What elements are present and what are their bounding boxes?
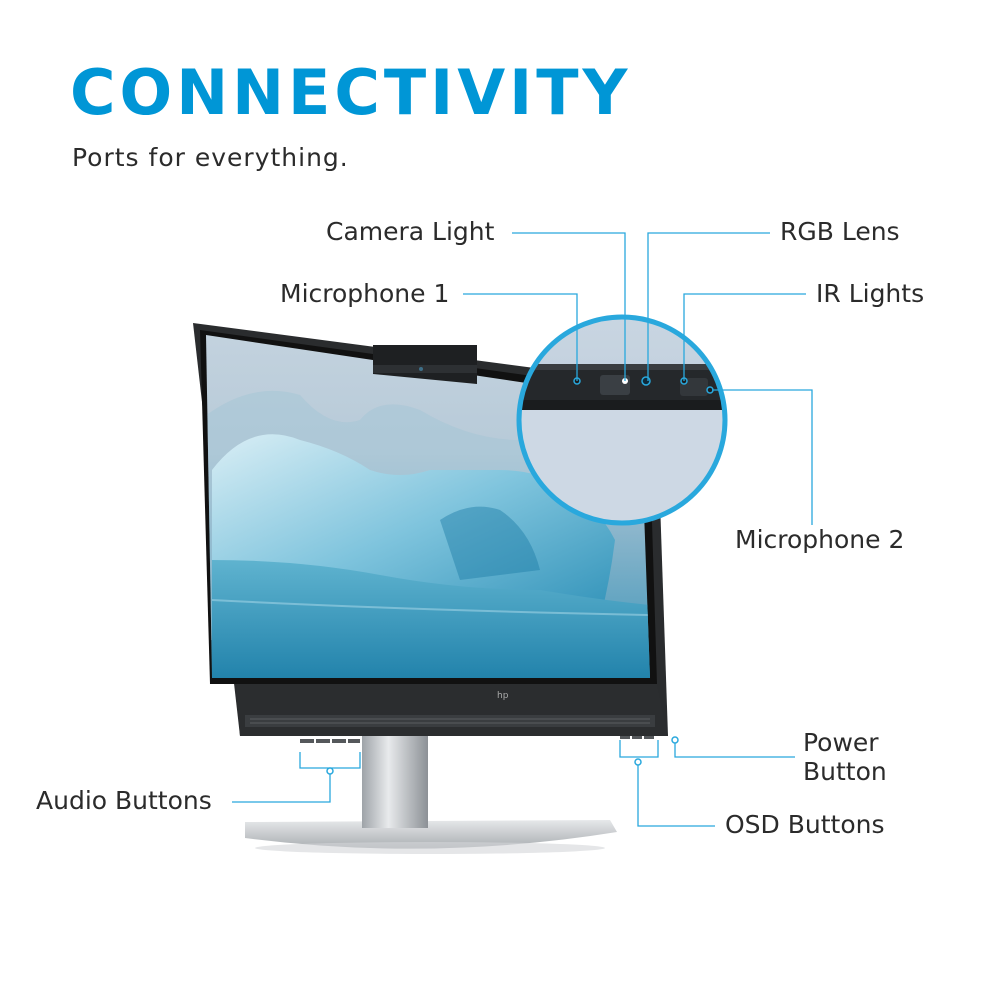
audio-button-strip [300, 739, 360, 743]
page-subtitle: Ports for everything. [72, 143, 349, 172]
callout-ir-lights: IR Lights [816, 279, 925, 308]
callout-power-button-line2: Button [803, 757, 887, 786]
speaker-grille [250, 718, 650, 724]
speaker-bar [236, 684, 668, 736]
callout-osd-buttons: OSD Buttons [725, 810, 885, 839]
callout-audio-buttons: Audio Buttons [36, 786, 212, 815]
callout-microphone-1: Microphone 1 [280, 279, 450, 308]
stand-neck [362, 735, 428, 828]
pop-up-webcam [373, 345, 477, 384]
callout-power-button-line1: Power [803, 728, 879, 757]
page-title: CONNECTIVITY [70, 56, 632, 129]
hp-logo: hp [497, 691, 509, 701]
stand-base [245, 820, 617, 849]
leader-dots [326, 736, 679, 775]
osd-button-strip [620, 736, 654, 739]
webcam-zoom-detail [516, 314, 728, 526]
callout-camera-light: Camera Light [326, 217, 495, 246]
callout-rgb-lens: RGB Lens [780, 217, 900, 246]
callout-microphone-2: Microphone 2 [735, 525, 905, 554]
